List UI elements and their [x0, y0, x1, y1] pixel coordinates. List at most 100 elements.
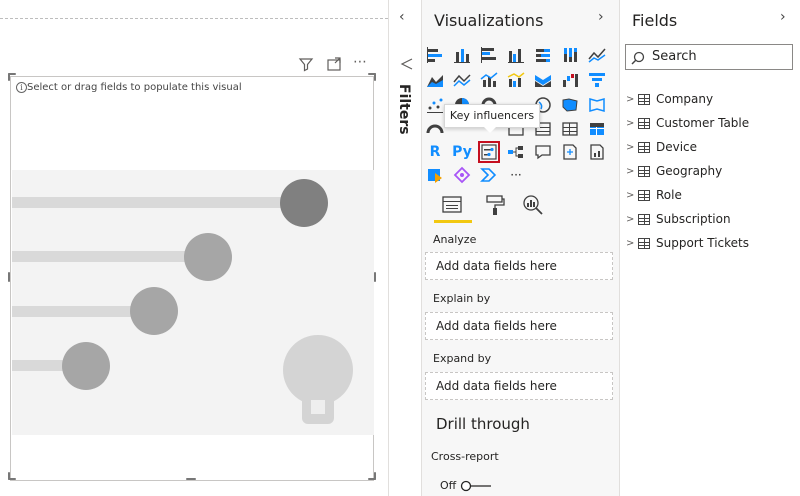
- chevron-right-icon[interactable]: >: [626, 213, 635, 225]
- table-icon: [638, 189, 650, 201]
- search-placeholder: Search: [652, 49, 697, 64]
- resize-handle[interactable]: [374, 73, 376, 81]
- more-options-icon[interactable]: ⋯: [353, 54, 367, 70]
- expand-by-well[interactable]: Add data fields here: [425, 372, 613, 400]
- line-and-stacked-column-chart-icon[interactable]: [478, 69, 500, 91]
- power-automate-icon[interactable]: [451, 164, 473, 186]
- resize-handle[interactable]: [8, 478, 16, 480]
- chevron-right-icon[interactable]: >: [626, 93, 635, 105]
- chevron-right-icon[interactable]: >: [626, 141, 635, 153]
- scatter-chart-icon[interactable]: [424, 94, 446, 116]
- power-apps-icon[interactable]: [424, 164, 446, 186]
- format-paint-roller-icon[interactable]: [484, 193, 506, 221]
- analytics-magnifier-icon[interactable]: [521, 193, 545, 221]
- resize-handle[interactable]: [368, 478, 376, 480]
- area-chart-icon[interactable]: [424, 69, 446, 91]
- visualizations-title: Visualizations: [434, 11, 544, 30]
- field-table-geography[interactable]: >Geography: [626, 164, 723, 178]
- stacked-area-chart-icon[interactable]: [451, 69, 473, 91]
- info-icon: i: [16, 82, 27, 93]
- chevron-right-icon[interactable]: >: [626, 117, 635, 129]
- field-table-support-tickets[interactable]: >Support Tickets: [626, 236, 750, 250]
- resize-handle[interactable]: [8, 472, 10, 480]
- key-influencers-tooltip: Key influencers: [444, 104, 540, 128]
- active-tab-indicator: [434, 220, 472, 223]
- gauge-icon[interactable]: [424, 118, 446, 140]
- canvas-divider: [388, 0, 389, 496]
- smart-narrative-icon[interactable]: [559, 141, 581, 163]
- table-icon: [638, 141, 650, 153]
- analyze-well[interactable]: Add data fields here: [425, 252, 613, 280]
- resize-handle[interactable]: [8, 272, 10, 282]
- table-icon: [638, 237, 650, 249]
- field-table-subscription[interactable]: >Subscription: [626, 212, 731, 226]
- 100-stacked-bar-chart-icon[interactable]: [532, 44, 554, 66]
- filled-map-icon[interactable]: [559, 94, 581, 116]
- chevron-right-icon[interactable]: >: [626, 189, 635, 201]
- chevron-visual-icon[interactable]: [478, 164, 500, 186]
- cross-report-toggle[interactable]: [459, 478, 493, 496]
- filter-icon[interactable]: [298, 56, 314, 72]
- stacked-bar-chart-icon[interactable]: [424, 44, 446, 66]
- decomposition-tree-icon[interactable]: [505, 141, 527, 163]
- resize-handle[interactable]: [374, 272, 376, 282]
- line-and-clustered-column-chart-icon[interactable]: [505, 69, 527, 91]
- paginated-report-icon[interactable]: [586, 141, 608, 163]
- table-icon: [638, 165, 650, 177]
- visual-placeholder-message: Select or drag fields to populate this v…: [27, 82, 242, 93]
- shape-map-icon[interactable]: [586, 94, 608, 116]
- resize-handle[interactable]: [374, 472, 376, 480]
- field-table-company[interactable]: >Company: [626, 92, 714, 106]
- fields-search-input[interactable]: [625, 44, 793, 70]
- chevron-right-icon[interactable]: ›: [780, 9, 786, 25]
- more-visuals-icon[interactable]: ···: [510, 168, 522, 182]
- slicer-icon[interactable]: [532, 118, 554, 140]
- chevron-right-icon[interactable]: ›: [598, 9, 604, 25]
- tooltip-arrow: [484, 127, 496, 133]
- explain-by-well[interactable]: Add data fields here: [425, 312, 613, 340]
- analyze-label: Analyze: [433, 233, 477, 246]
- python-visual-icon[interactable]: Py: [452, 144, 472, 160]
- table-visual-icon[interactable]: [559, 118, 581, 140]
- stacked-column-chart-icon[interactable]: [451, 44, 473, 66]
- filter-pane-icon[interactable]: [400, 56, 414, 75]
- field-table-device[interactable]: >Device: [626, 140, 698, 154]
- fields-table-list: >Company >Customer Table >Device >Geogra…: [626, 88, 796, 254]
- focus-mode-icon[interactable]: [326, 56, 342, 72]
- chevron-left-icon[interactable]: ‹: [399, 9, 405, 25]
- fields-pane: [620, 0, 800, 496]
- funnel-chart-icon[interactable]: [586, 69, 608, 91]
- clustered-column-chart-icon[interactable]: [505, 44, 527, 66]
- table-icon: [638, 117, 650, 129]
- field-table-role[interactable]: >Role: [626, 188, 682, 202]
- filters-pane: [390, 0, 422, 496]
- matrix-icon[interactable]: [586, 118, 608, 140]
- resize-handle[interactable]: [368, 73, 376, 75]
- ribbon-chart-icon[interactable]: [532, 69, 554, 91]
- fields-tab-icon[interactable]: [441, 194, 465, 220]
- line-chart-icon[interactable]: [586, 44, 608, 66]
- qa-visual-icon[interactable]: [532, 141, 554, 163]
- table-icon: [638, 93, 650, 105]
- chevron-right-icon[interactable]: >: [626, 237, 635, 249]
- resize-handle[interactable]: [8, 73, 10, 81]
- expand-by-label: Expand by: [433, 352, 492, 365]
- waterfall-chart-icon[interactable]: [559, 69, 581, 91]
- cross-report-label: Cross-report: [431, 450, 499, 463]
- filters-pane-label[interactable]: Filters: [396, 84, 412, 135]
- 100-stacked-column-chart-icon[interactable]: [559, 44, 581, 66]
- r-script-visual-icon[interactable]: R: [429, 144, 441, 160]
- explain-by-label: Explain by: [433, 292, 491, 305]
- chevron-right-icon[interactable]: >: [626, 165, 635, 177]
- cross-report-toggle-state: Off: [440, 479, 457, 492]
- key-influencers-icon[interactable]: [478, 141, 500, 163]
- field-table-customer-table[interactable]: >Customer Table: [626, 116, 750, 130]
- drill-through-title: Drill through: [436, 415, 530, 433]
- clustered-bar-chart-icon[interactable]: [478, 44, 500, 66]
- resize-handle[interactable]: [186, 478, 196, 480]
- search-icon: [631, 50, 645, 69]
- visual-placeholder-graphic: [12, 170, 374, 435]
- resize-handle[interactable]: [8, 73, 16, 75]
- page-boundary: [0, 18, 388, 19]
- fields-title: Fields: [632, 11, 678, 30]
